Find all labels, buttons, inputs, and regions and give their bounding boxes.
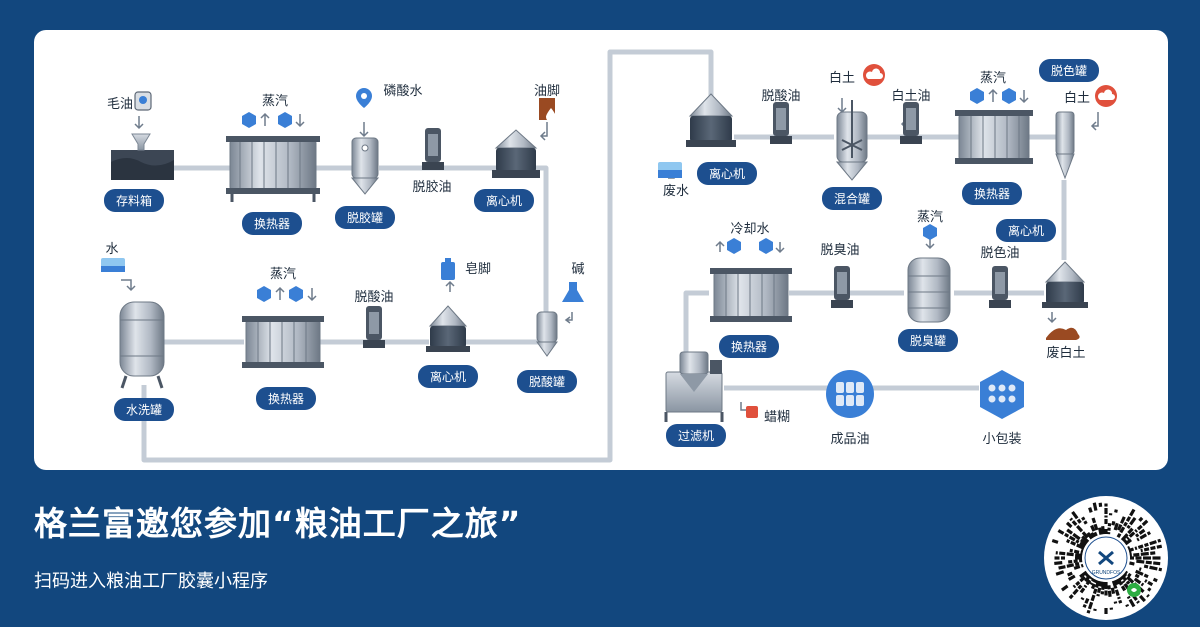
steam-hex-icons-2: [257, 286, 317, 302]
pill-centrifuge-3: 离心机: [696, 162, 758, 185]
pill-centrifuge-1: 离心机: [473, 189, 535, 212]
small-package-icon: [980, 370, 1024, 419]
pill-deodor-tank: 脱臭罐: [897, 329, 959, 352]
process-flow-diagram: [101, 49, 1117, 463]
pill-mixing-tank: 混合罐: [821, 187, 883, 210]
pill-water-wash-tank: 水洗罐: [113, 398, 175, 421]
steam-hex-icons-3: [970, 88, 1029, 104]
pill-decolor-tank: 脱色罐: [1038, 59, 1100, 82]
label-wax: 蜡糊: [763, 410, 791, 425]
label-deacid-oil-1: 脱酸油: [354, 290, 394, 305]
finished-oil-icon: [826, 370, 874, 418]
mini-program-qr-code[interactable]: GRUNDFOS: [1044, 496, 1168, 620]
pill-heat-exchanger-1: 换热器: [241, 212, 303, 235]
label-steam-1: 蒸汽: [261, 94, 289, 109]
pump-decolored-oil: [989, 266, 1011, 308]
label-decolored-oil: 脱色油: [980, 246, 1020, 261]
pill-centrifuge-2: 离心机: [417, 365, 479, 388]
alkali-flask-icon: [562, 282, 584, 302]
subline: 扫码进入粮油工厂胶囊小程序: [34, 571, 268, 592]
clay-cloud-icon-2: [1095, 85, 1117, 107]
mixing-tank-shape: [835, 100, 869, 181]
label-steam-2: 蒸汽: [269, 267, 297, 282]
label-waste-clay: 废白土: [1046, 346, 1086, 361]
label-steam-3: 蒸汽: [979, 71, 1007, 86]
pill-heat-exchanger-2: 换热器: [255, 387, 317, 410]
qr-pattern: GRUNDFOS: [1051, 502, 1163, 614]
label-phosphoric-water: 磷酸水: [383, 84, 423, 99]
oil-foot-icon: [539, 98, 556, 122]
label-cooling-water: 冷却水: [730, 222, 770, 237]
label-water: 水: [105, 242, 119, 257]
soapstock-icon: [441, 258, 455, 280]
decolor-tank-shape: [1055, 111, 1075, 180]
label-finished-oil: 成品油: [830, 432, 870, 447]
deacid-tank-shape: [536, 311, 558, 357]
label-deodorized-oil: 脱臭油: [820, 243, 860, 258]
steam-hex-icon-4: [923, 224, 937, 240]
centrifuge-2-shape: [426, 305, 470, 352]
pump-deodorized-oil: [831, 266, 853, 308]
pill-heat-exchanger-4: 换热器: [718, 335, 780, 358]
pump-deacid-oil-1: [363, 306, 385, 348]
heat-exchanger-1-shape: [226, 136, 320, 202]
pill-storage-tank: 存料箱: [103, 189, 165, 212]
pipe-deacid-to-centrifuge2: [464, 335, 549, 345]
label-small-package: 小包装: [982, 432, 1022, 447]
pump-deacid-oil-2: [770, 102, 792, 144]
pill-filter: 过滤机: [665, 424, 727, 447]
storage-tank: [111, 133, 174, 180]
label-deacid-oil-2: 脱酸油: [761, 89, 801, 104]
headline: 格兰富邀您参加“粮油工厂之旅”: [34, 504, 522, 543]
label-alkali: 碱: [571, 262, 585, 277]
label-waste-water: 废水: [662, 184, 690, 199]
wax-icon: [746, 406, 758, 418]
qr-brand-text: GRUNDFOS: [1092, 570, 1121, 576]
heat-exchanger-3-shape: [955, 110, 1033, 164]
label-degummed-oil: 脱胶油: [412, 180, 452, 195]
centrifuge-1-shape: [492, 129, 540, 178]
heat-exchanger-4-shape: [710, 268, 792, 322]
label-steam-4: 蒸汽: [916, 210, 944, 225]
pipe-wash-long-return: [141, 49, 714, 463]
pump-clay-oil: [900, 102, 922, 144]
label-clay-2: 白土: [1063, 91, 1091, 106]
label-crude-oil: 毛油: [106, 97, 134, 112]
process-diagram-card: 毛油 蒸汽 磷酸水 油脚 脱胶油 水 蒸汽 脱酸油 皂脚 碱 废水 脱酸油 白土…: [34, 30, 1168, 470]
pump-degummed-oil: [422, 128, 444, 170]
clay-cloud-icon-1: [863, 64, 885, 86]
pill-deacid-tank: 脱酸罐: [516, 370, 578, 393]
steam-hex-icons-1: [242, 112, 305, 128]
waste-water-icon: [658, 162, 682, 178]
water-wash-tank-shape: [119, 301, 165, 389]
oil-barrel-icon: [134, 91, 152, 111]
label-soapstock: 皂脚: [464, 262, 492, 277]
deodor-tank-shape: [907, 257, 951, 323]
pipe-centrifuge-to-deacid: [534, 165, 549, 315]
label-oil-foot: 油脚: [533, 84, 561, 99]
label-clay-1: 白土: [828, 71, 856, 86]
pill-centrifuge-4: 离心机: [995, 219, 1057, 242]
waste-clay-icon: [1046, 327, 1080, 340]
degumming-tank-shape: [350, 137, 380, 195]
heat-exchanger-2-shape: [242, 316, 324, 368]
phosphoric-water-icon: [356, 88, 372, 108]
centrifuge-4-shape: [1042, 261, 1088, 308]
centrifuge-3-shape: [686, 93, 736, 147]
pill-heat-exchanger-3: 换热器: [961, 182, 1023, 205]
label-clay-oil: 白土油: [891, 89, 931, 104]
cooling-water-hex-icons: [715, 238, 785, 254]
pill-degumming-tank: 脱胶罐: [334, 206, 396, 229]
filter-machine-shape: [664, 351, 724, 422]
water-icon: [101, 258, 125, 272]
pipe-exchanger4-to-filter: [683, 290, 709, 360]
